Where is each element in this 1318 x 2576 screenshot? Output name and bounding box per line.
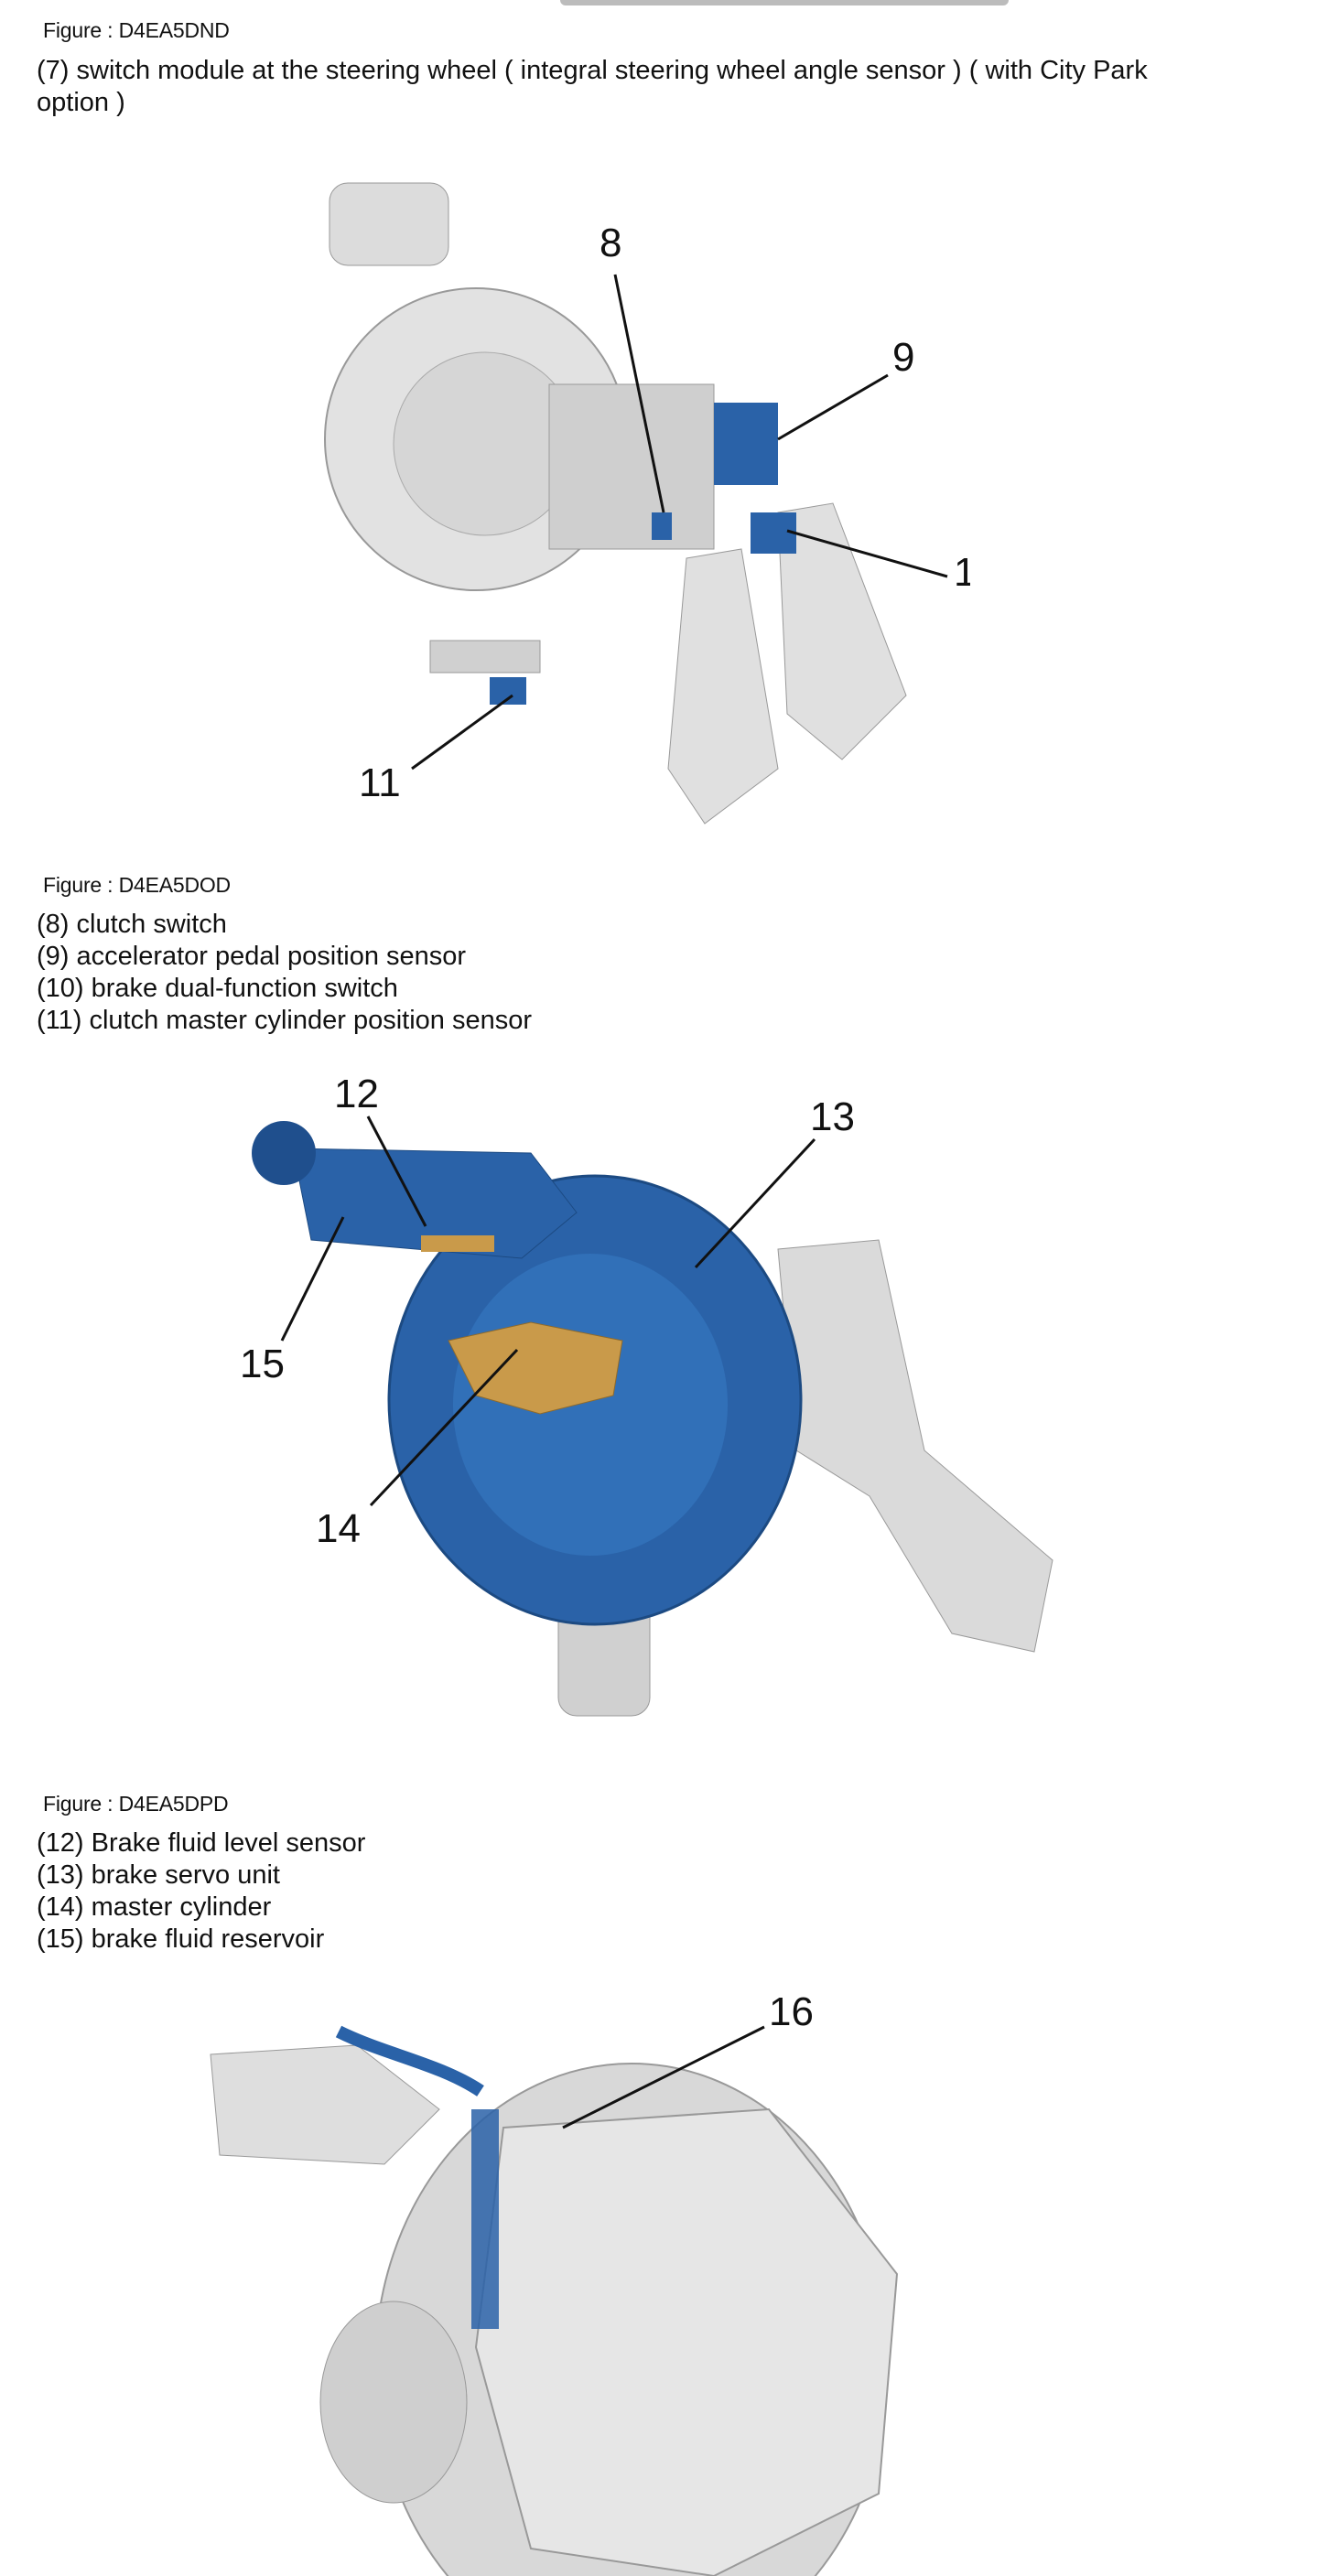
callout-14: 14 — [316, 1506, 361, 1551]
figure-description: (12) Brake fluid level sensor (13) brake… — [37, 1827, 1226, 1956]
callout-11: 11 — [359, 760, 401, 805]
switch-shape — [751, 512, 796, 554]
pedal-assembly-figure: 8 9 10 11 — [324, 182, 970, 825]
description-item: (15) brake fluid reservoir — [37, 1924, 325, 1954]
hub-shape — [319, 2301, 468, 2504]
callout-8: 8 — [600, 221, 621, 265]
figure-description: (7) switch module at the steering wheel … — [37, 55, 1226, 119]
description-item: (10) brake dual-function switch — [37, 974, 398, 1003]
figure-description: (8) clutch switch (9) accelerator pedal … — [37, 909, 1226, 1037]
reservoir-shape — [329, 182, 449, 266]
wheel-sensor-figure: 16 — [210, 1989, 899, 2576]
callout-15: 15 — [240, 1342, 285, 1386]
caliper-shape — [474, 2107, 899, 2576]
reservoir-cap — [252, 1121, 316, 1185]
knuckle-arm-shape — [210, 2044, 440, 2165]
callout-9: 9 — [892, 335, 914, 380]
sensor-shape — [714, 403, 778, 485]
pedal-bracket-shape — [777, 1239, 1053, 1653]
figure-caption: Figure : D4EA5DND — [43, 18, 230, 42]
switch-shape — [652, 512, 672, 540]
callout-10: 10 — [954, 550, 970, 595]
servo-inner — [453, 1254, 728, 1556]
figure-caption: Figure : D4EA5DPD — [43, 1792, 229, 1816]
reservoir-shape — [292, 1148, 578, 1259]
description-item: (9) accelerator pedal position sensor — [37, 942, 467, 971]
level-sensor-shape — [421, 1235, 494, 1252]
description-item: (11) clutch master cylinder position sen… — [37, 1006, 533, 1035]
description-item: (8) clutch switch — [37, 910, 227, 939]
cylinder-shape — [429, 640, 541, 674]
pedal-shape — [667, 548, 779, 825]
sensor-shape — [490, 677, 526, 705]
sensor-cable-shape — [335, 2025, 484, 2096]
description-item: (14) master cylinder — [37, 1892, 272, 1922]
description-item: (12) Brake fluid level sensor — [37, 1828, 366, 1858]
bracket-shape — [548, 383, 715, 550]
pedal-shape — [777, 502, 907, 760]
wheel-speed-sensor-shape — [471, 2109, 499, 2329]
callout-12: 12 — [334, 1072, 379, 1116]
figure-caption: Figure : D4EA5DOD — [43, 873, 231, 897]
description-item: (13) brake servo unit — [37, 1860, 280, 1890]
callout-16: 16 — [769, 1989, 814, 2034]
previous-figure-fragment — [560, 0, 1009, 5]
brake-servo-figure: 12 13 14 15 — [240, 1072, 1053, 1717]
description-item: (7) switch module at the steering wheel … — [37, 56, 1148, 117]
callout-13: 13 — [810, 1094, 855, 1139]
